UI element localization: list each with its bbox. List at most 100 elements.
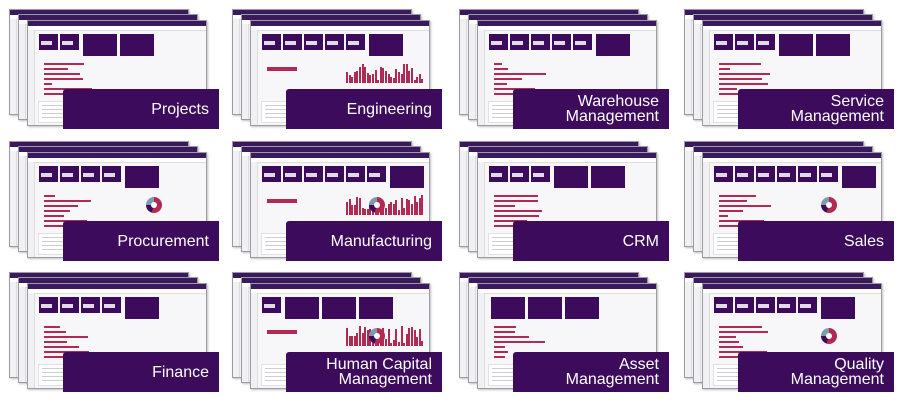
preview-app-header bbox=[703, 153, 881, 158]
tile-label[interactable]: CRM bbox=[513, 221, 669, 261]
preview-chart-bar bbox=[377, 80, 380, 83]
preview-chart-bar bbox=[719, 68, 730, 70]
preview-chart-bar bbox=[416, 202, 419, 215]
preview-toolbar bbox=[251, 26, 429, 31]
tile-label-text: Finance bbox=[152, 363, 209, 381]
preview-kpi-card bbox=[756, 34, 775, 50]
preview-chart-bar bbox=[379, 211, 382, 215]
preview-app-header bbox=[10, 10, 188, 15]
preview-info-panel bbox=[359, 297, 393, 319]
preview-sidebar bbox=[478, 162, 485, 257]
preview-chart-bar bbox=[719, 200, 747, 202]
preview-chart-bar bbox=[364, 209, 367, 215]
preview-chart-bar bbox=[494, 326, 516, 328]
preview-chart-bar bbox=[359, 67, 361, 83]
tile-crm[interactable]: CRM bbox=[459, 141, 669, 261]
tile-finance[interactable]: Finance bbox=[9, 272, 219, 392]
preview-app-header bbox=[469, 15, 647, 20]
preview-donut-chart bbox=[821, 328, 837, 344]
preview-app-header bbox=[478, 153, 656, 158]
preview-chart-bar bbox=[719, 78, 762, 80]
preview-chart-bar bbox=[494, 93, 524, 95]
preview-chart-bar bbox=[361, 64, 364, 83]
preview-toolbar bbox=[703, 289, 881, 294]
preview-kpi-card bbox=[81, 297, 100, 313]
preview-chart-bar bbox=[44, 68, 68, 70]
preview-chart-bar bbox=[494, 351, 508, 353]
tile-label[interactable]: Procurement bbox=[63, 221, 219, 261]
preview-chart-bar bbox=[379, 67, 382, 83]
tile-projects[interactable]: Projects bbox=[9, 9, 219, 129]
preview-chart-bar bbox=[356, 333, 359, 346]
tile-label[interactable]: Manufacturing bbox=[286, 221, 442, 261]
preview-kpi-value bbox=[512, 41, 523, 45]
tile-label-text: Sales bbox=[843, 232, 884, 250]
preview-sidebar bbox=[703, 162, 710, 257]
preview-chart-bar bbox=[44, 78, 83, 80]
preview-app-header bbox=[19, 278, 197, 283]
preview-kpi-value bbox=[348, 41, 359, 45]
preview-kpi-value bbox=[306, 41, 317, 45]
preview-chart-bar bbox=[353, 205, 356, 215]
preview-sidebar bbox=[233, 19, 240, 114]
preview-chart-bar bbox=[392, 78, 395, 83]
tile-label[interactable]: Engineering bbox=[286, 89, 442, 129]
preview-chart-bar bbox=[267, 67, 297, 71]
preview-kpi-value bbox=[83, 304, 94, 308]
preview-chart-bar bbox=[494, 195, 538, 197]
preview-chart-bar bbox=[353, 72, 356, 83]
preview-kpi-card bbox=[714, 297, 733, 313]
preview-app-header bbox=[242, 147, 420, 152]
preview-kpi-value bbox=[327, 41, 338, 45]
tile-sales[interactable]: Sales bbox=[684, 141, 894, 261]
tile-label-text: Manufacturing bbox=[330, 232, 432, 250]
preview-toolbar bbox=[251, 158, 429, 163]
preview-chart-bar bbox=[405, 64, 408, 83]
tile-label[interactable]: Sales bbox=[738, 221, 894, 261]
preview-chart-bar bbox=[392, 340, 395, 346]
tile-manufacturing[interactable]: Manufacturing bbox=[232, 141, 442, 261]
preview-chart-bar bbox=[346, 328, 348, 346]
preview-chart-bar bbox=[719, 341, 739, 343]
preview-kpi-card bbox=[552, 34, 571, 50]
preview-app-header bbox=[233, 10, 411, 15]
preview-sidebar bbox=[233, 151, 240, 246]
preview-chart-bar bbox=[390, 77, 393, 83]
preview-chart-bar bbox=[494, 78, 522, 80]
preview-kpi-card bbox=[346, 34, 365, 50]
preview-sidebar bbox=[469, 24, 476, 119]
preview-chart-bar bbox=[366, 73, 369, 83]
preview-info-panel bbox=[528, 297, 562, 319]
preview-chart-bar bbox=[44, 205, 78, 207]
preview-kpi-card bbox=[510, 34, 529, 50]
preview-chart-bar bbox=[44, 336, 88, 338]
preview-app-header bbox=[694, 147, 872, 152]
preview-info-panel bbox=[125, 297, 159, 319]
preview-chart-bar bbox=[359, 198, 361, 215]
preview-chart-bar bbox=[387, 204, 390, 215]
preview-kpi-card bbox=[489, 166, 508, 182]
tile-label[interactable]: Finance bbox=[63, 352, 219, 392]
preview-app-header bbox=[251, 153, 429, 158]
tile-engineering[interactable]: Engineering bbox=[232, 9, 442, 129]
preview-app-header bbox=[28, 21, 206, 26]
preview-chart-bar bbox=[719, 336, 736, 338]
preview-sidebar bbox=[460, 19, 467, 114]
tile-procurement[interactable]: Procurement bbox=[9, 141, 219, 261]
preview-chart-bar bbox=[400, 198, 403, 215]
preview-chart-bar bbox=[719, 83, 768, 85]
tile-label[interactable]: Projects bbox=[63, 89, 219, 129]
preview-app-header bbox=[469, 147, 647, 152]
